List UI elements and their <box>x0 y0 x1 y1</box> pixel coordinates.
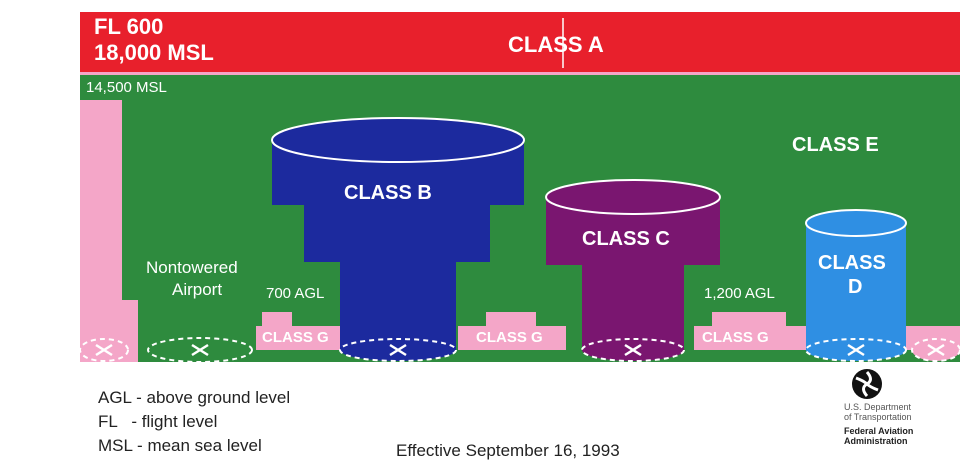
legend-item-fl: FL - flight level <box>98 412 218 431</box>
dept-line1: U.S. Department <box>844 402 912 412</box>
class-g-strip-2 <box>262 312 292 326</box>
class-a-band <box>80 12 960 72</box>
legend-item-msl: MSL - mean sea level <box>98 436 262 455</box>
adm-line1: Federal Aviation <box>844 426 914 436</box>
class-c-top <box>545 179 721 215</box>
class-d-label-line1: CLASS <box>818 252 886 274</box>
class-c-label: CLASS C <box>582 228 670 250</box>
nontowered-label-line1: Nontowered <box>146 258 238 277</box>
faa-attribution: U.S. Department of Transportation Federa… <box>844 368 960 446</box>
class-a-class-e-divider <box>80 72 960 75</box>
class-g-label-2: CLASS G <box>476 329 543 346</box>
dot-logo-icon <box>852 369 882 399</box>
effective-date: Effective September 16, 1993 <box>396 441 620 460</box>
agl-1200-label: 1,200 AGL <box>704 285 775 302</box>
class-b-label: CLASS B <box>344 182 432 204</box>
legend-item-agl: AGL - above ground level <box>98 388 291 407</box>
nontowered-label-line2: Airport <box>172 280 223 299</box>
class-g-strip-5 <box>694 326 806 350</box>
class-c-shape <box>546 197 720 350</box>
class-a-label: CLASS A <box>508 32 604 57</box>
class-b-top <box>271 117 525 163</box>
class-g-strip-3 <box>458 326 566 350</box>
dept-line2: of Transportation <box>844 412 912 422</box>
class-e-label: CLASS E <box>792 134 879 156</box>
class-g-strip-6 <box>712 312 786 326</box>
class-d-top <box>805 209 907 237</box>
class-e-floor-label: 14,500 MSL <box>86 79 167 96</box>
class-a-fl-label: FL 600 <box>94 14 164 39</box>
runway-icon <box>95 343 945 357</box>
class-g-strip-4 <box>486 312 536 326</box>
class-g-left-column <box>80 100 138 362</box>
class-g-label-1: CLASS G <box>262 329 329 346</box>
class-a-msl-label: 18,000 MSL <box>94 40 214 65</box>
legend: AGL - above ground level FL - flight lev… <box>98 386 290 458</box>
class-d-label-line2: D <box>848 276 863 298</box>
class-g-label-3: CLASS G <box>702 329 769 346</box>
agl-700-label: 700 AGL <box>266 285 325 302</box>
class-g-strip-1 <box>256 326 354 350</box>
class-d-shape <box>806 223 906 350</box>
class-b-shape <box>272 140 524 352</box>
adm-line2: Administration <box>844 436 908 446</box>
